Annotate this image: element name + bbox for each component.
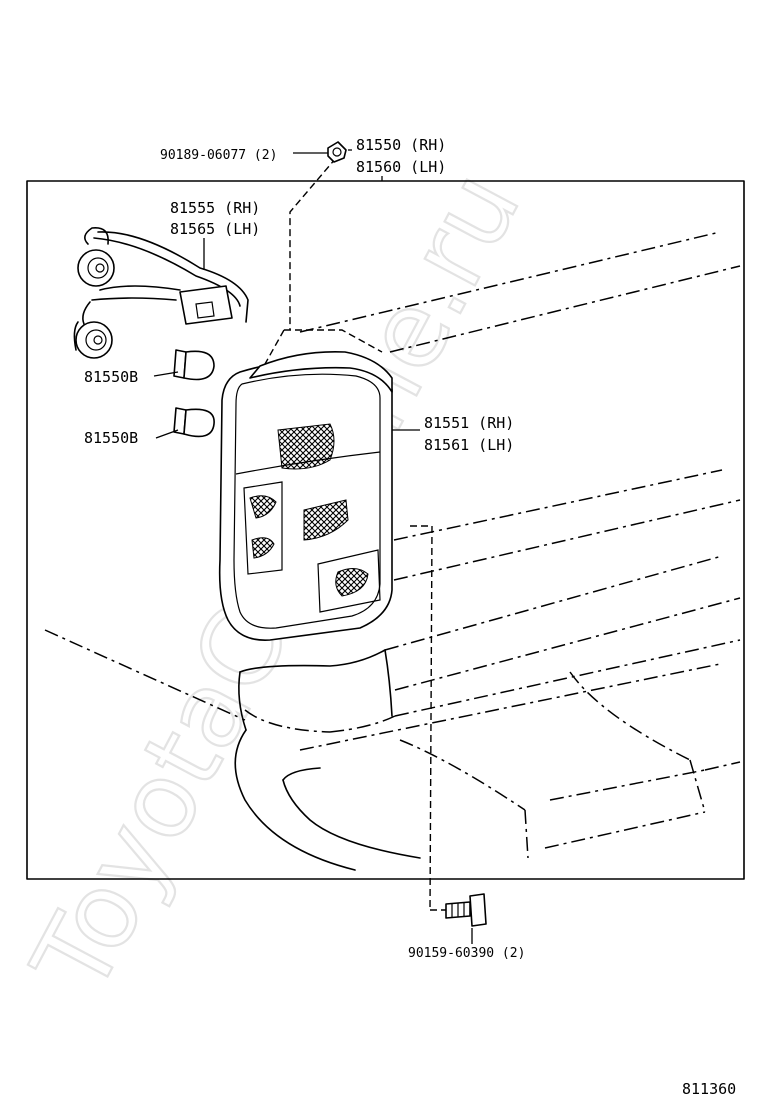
vehicle-body-outline [44, 231, 741, 859]
leader-lines [153, 149, 473, 944]
label-socket-wire-lh: 81565 (LH) [170, 220, 260, 238]
bolt-bottom [445, 893, 487, 927]
label-screw-top: 90189-06077 (2) [160, 148, 277, 163]
label-bulb-upper: 81550B [84, 368, 138, 386]
label-socket-wire-rh: 81555 (RH) [170, 199, 260, 217]
label-lens-rh: 81551 (RH) [424, 414, 514, 432]
screw-top [327, 141, 347, 163]
label-lens-lh: 81561 (LH) [424, 436, 514, 454]
rear-bumper [234, 649, 421, 871]
label-lamp-assy-lh: 81560 (LH) [356, 158, 446, 176]
bulb-lower [173, 407, 215, 438]
socket-and-wire [73, 227, 249, 359]
diagram-frame [26, 180, 745, 880]
bulb-upper [173, 349, 215, 381]
label-bolt-bottom: 90159-60390 (2) [408, 946, 525, 961]
label-bulb-lower: 81550B [84, 429, 138, 447]
figure-number: 811360 [682, 1080, 736, 1098]
alignment-leaders [264, 157, 446, 911]
rear-combination-lamp [218, 350, 393, 641]
label-lamp-assy-rh: 81550 (RH) [356, 136, 446, 154]
